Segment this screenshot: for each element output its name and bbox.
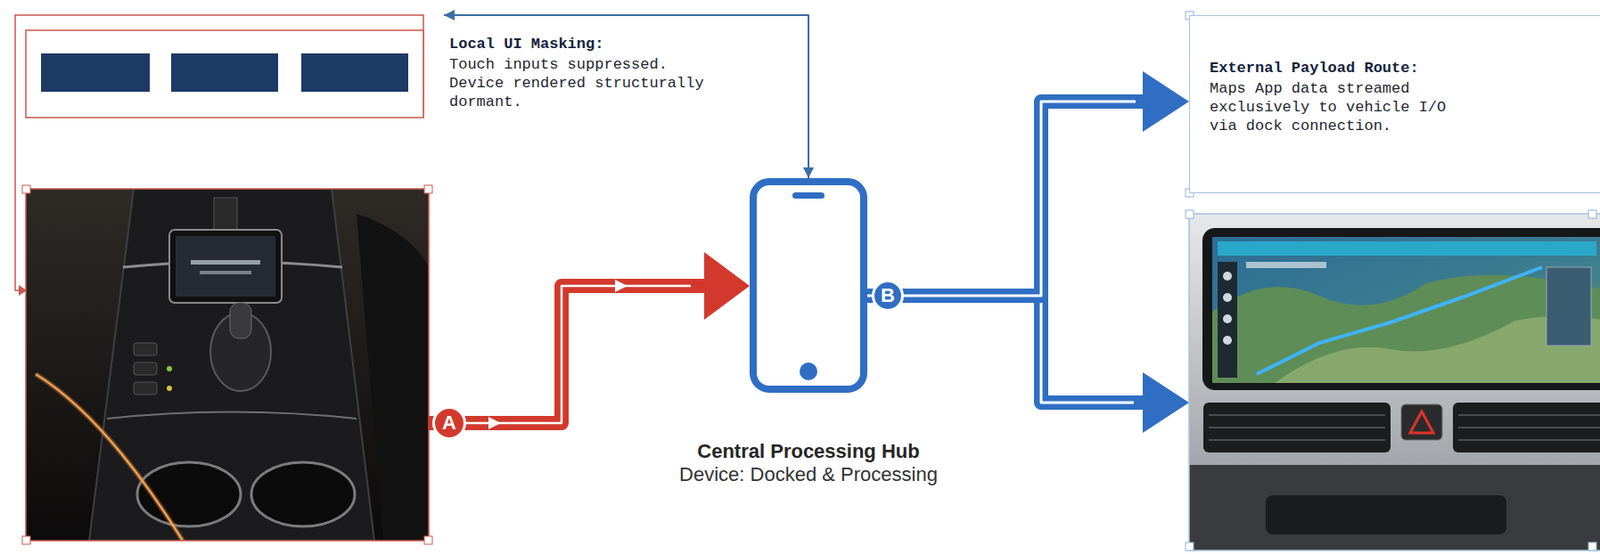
phone-icon: [749, 178, 868, 394]
branch-arrowhead: [1142, 372, 1190, 434]
phone-body: [753, 181, 864, 390]
selection-handle: [22, 185, 31, 194]
branch-stripe: [1041, 303, 1134, 403]
map-tool-icon: [1222, 336, 1232, 345]
console-button: [133, 382, 157, 395]
callout-note: Local UI Masking:Touch inputs suppressed…: [443, 15, 721, 112]
node-heading: External Payload Route:: [1209, 58, 1600, 78]
display-bezel: [1202, 228, 1600, 391]
selection-handle: [1588, 210, 1597, 219]
dashboard-photo: [1185, 11, 1600, 551]
console-button: [133, 362, 157, 376]
input-arrow: [428, 252, 750, 430]
map-info-bar: [1246, 262, 1327, 269]
selection-handle: [1588, 542, 1597, 551]
step-badge: A: [432, 406, 467, 441]
node-heading: Local UI Masking:: [449, 34, 721, 54]
screen-glyph-bar: [199, 270, 252, 275]
mounted-phone: [169, 229, 282, 304]
node-heading: Central Processing Hub: [576, 440, 1041, 464]
hub-caption: Central Processing HubDevice: Docked & P…: [576, 440, 1041, 487]
map-tool-icon: [1222, 293, 1232, 303]
branch-shaft: [1041, 295, 1152, 403]
selection-handle: [22, 536, 31, 545]
input-arrow-stripe: [445, 286, 691, 424]
node-body: Maps App data streamed exclusively to ve…: [1209, 79, 1473, 136]
control-link: [443, 15, 809, 179]
console-button: [133, 343, 157, 356]
storage-tray: [1265, 495, 1507, 535]
mounted-phone-screen: [175, 236, 276, 297]
mask-frame: [25, 30, 424, 118]
console-body: [89, 188, 375, 542]
phone-speaker: [792, 192, 825, 199]
console-photo: [22, 185, 433, 545]
phone-home-button: [799, 362, 818, 381]
console-scene: [25, 188, 429, 542]
phone-mount: [213, 197, 238, 234]
hazard-button: [1401, 404, 1443, 441]
input-arrow-shaft: [428, 286, 714, 424]
console-ground: [25, 188, 429, 542]
node-body: Device: Docked & Processing: [576, 463, 1041, 487]
connector: [867, 101, 1190, 296]
map-header-bar: [1217, 241, 1597, 256]
screen-glyph-bar: [190, 260, 261, 265]
node-body: Touch inputs suppressed. Device rendered…: [449, 55, 721, 112]
selection-handle: [1185, 210, 1194, 219]
seat-shadow: [356, 213, 429, 542]
dashboard-branch: [1041, 295, 1190, 434]
photo-frame: [1189, 213, 1600, 551]
payload-link: [867, 101, 1190, 296]
masked-block: [41, 53, 150, 92]
edge-badge: B: [871, 279, 904, 312]
status-led: [166, 385, 173, 392]
gear-knob: [229, 303, 252, 339]
map-tool-icon: [1222, 314, 1232, 324]
map-tool-icon: [1222, 271, 1232, 281]
masked-block: [301, 53, 409, 92]
route-panel: External Payload Route:Maps App data str…: [1189, 15, 1600, 194]
map-route: [1256, 267, 1543, 375]
selection-handle: [1185, 542, 1194, 551]
selection-handle: [424, 536, 433, 545]
map-toolbar: [1217, 262, 1238, 378]
input-arrowhead: [704, 252, 750, 320]
flow-chevron: [615, 279, 628, 293]
connector: [443, 15, 809, 179]
flow-chevron: [488, 417, 501, 430]
cup-holder: [251, 462, 355, 527]
lower-console: [1189, 465, 1600, 551]
status-led: [166, 366, 173, 372]
ambient-light: [35, 374, 183, 542]
processing-hub: Central Processing HubDevice: Docked & P…: [749, 178, 868, 394]
photo-frame: [25, 188, 429, 542]
selection-handle: [424, 185, 433, 194]
ambient-glow: [35, 374, 183, 542]
dashboard-scene: [1189, 213, 1600, 551]
console-trim: [106, 412, 357, 420]
map-thumbnail: [1546, 267, 1592, 346]
connector-stripe: [867, 101, 1190, 296]
map-display: [1212, 237, 1600, 384]
masked-block: [171, 53, 279, 92]
hazard-symbol: [1410, 411, 1434, 434]
